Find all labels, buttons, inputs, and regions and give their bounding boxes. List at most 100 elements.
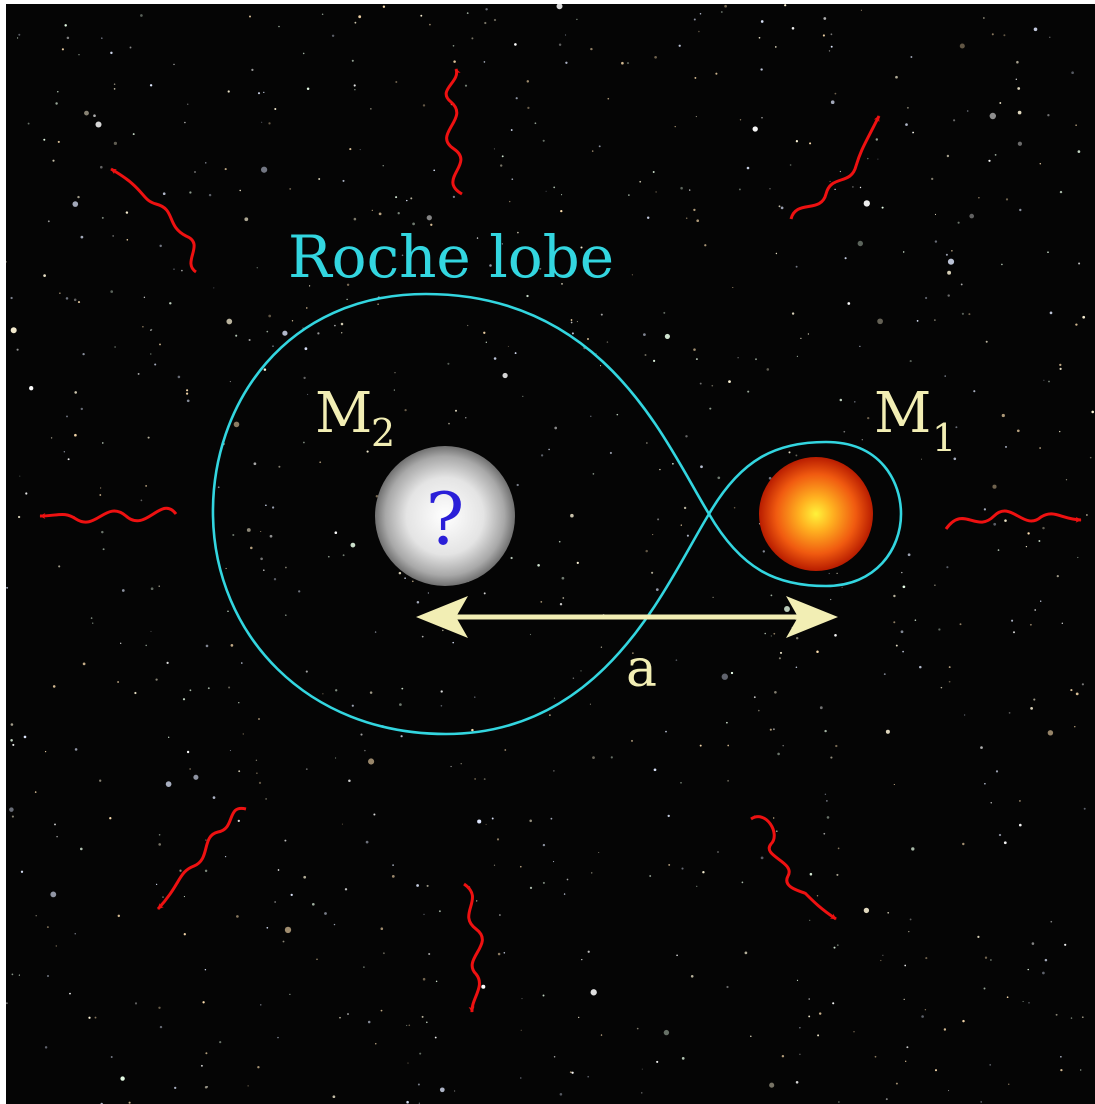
- background-star: [968, 313, 971, 316]
- background-star: [1004, 519, 1007, 522]
- background-star: [155, 678, 158, 681]
- background-star: [496, 838, 500, 841]
- background-star: [558, 43, 562, 47]
- background-star: [753, 696, 756, 699]
- background-star: [99, 779, 102, 782]
- background-star: [417, 1083, 420, 1086]
- background-star: [653, 359, 656, 362]
- background-star: [542, 139, 545, 142]
- background-star: [165, 781, 172, 787]
- background-star: [791, 312, 795, 315]
- background-star: [561, 576, 565, 580]
- background-star: [1008, 712, 1011, 714]
- background-star: [341, 823, 343, 825]
- background-star: [852, 186, 854, 188]
- background-star: [464, 84, 468, 87]
- background-star: [113, 88, 116, 90]
- background-star: [380, 1009, 383, 1012]
- background-star: [656, 1060, 659, 1063]
- background-star: [483, 778, 486, 781]
- background-star: [908, 930, 910, 933]
- background-star: [382, 165, 384, 167]
- background-star: [416, 600, 420, 604]
- background-star: [672, 462, 674, 465]
- background-star: [727, 744, 730, 747]
- background-star: [542, 994, 545, 997]
- background-star: [632, 652, 634, 654]
- background-star: [230, 644, 234, 647]
- background-star: [55, 945, 58, 947]
- background-star: [553, 1056, 556, 1058]
- background-star: [1031, 942, 1035, 945]
- background-star: [149, 329, 152, 332]
- background-star: [1081, 683, 1084, 686]
- background-star: [507, 345, 509, 347]
- background-star: [64, 24, 67, 27]
- background-star: [600, 1034, 603, 1036]
- background-star: [590, 415, 592, 418]
- background-star: [117, 681, 120, 683]
- background-star: [18, 974, 20, 976]
- background-star: [685, 217, 688, 220]
- background-star: [895, 75, 898, 79]
- background-star: [77, 195, 80, 199]
- background-star: [452, 641, 454, 644]
- background-star: [204, 869, 208, 873]
- background-star: [401, 687, 404, 690]
- background-star: [983, 17, 985, 19]
- background-star: [59, 292, 61, 294]
- background-star: [452, 195, 456, 199]
- background-star: [140, 14, 143, 17]
- background-star: [947, 258, 955, 265]
- background-star: [995, 770, 999, 773]
- background-star: [822, 34, 825, 37]
- background-star: [904, 964, 907, 967]
- background-star: [919, 665, 922, 669]
- background-star: [363, 966, 365, 968]
- background-star: [553, 186, 556, 189]
- background-star: [169, 302, 172, 305]
- background-star: [258, 781, 262, 785]
- mass-1-subscript: 1: [932, 416, 956, 460]
- background-star: [110, 51, 113, 55]
- background-star: [309, 285, 311, 287]
- background-star: [359, 149, 361, 151]
- background-star: [10, 723, 14, 726]
- background-star: [621, 61, 624, 65]
- separation-label: a: [626, 639, 657, 699]
- background-star: [863, 907, 870, 914]
- background-star: [537, 564, 540, 567]
- background-star: [561, 282, 563, 285]
- background-star: [346, 283, 350, 287]
- background-star: [529, 819, 532, 823]
- background-star: [980, 746, 983, 749]
- background-star: [322, 693, 324, 695]
- background-star: [715, 72, 718, 75]
- background-star: [1080, 1069, 1082, 1071]
- background-star: [934, 213, 937, 215]
- background-star: [282, 940, 285, 943]
- background-star: [1017, 141, 1023, 146]
- background-star: [758, 36, 761, 39]
- background-star: [319, 461, 322, 464]
- background-star: [885, 1098, 888, 1101]
- background-star: [114, 346, 116, 348]
- background-star: [248, 338, 251, 342]
- background-star: [335, 689, 338, 692]
- background-star: [263, 91, 265, 94]
- background-star: [984, 783, 986, 785]
- background-star: [137, 372, 140, 375]
- background-star: [746, 166, 750, 170]
- background-star: [1078, 262, 1081, 265]
- background-star: [592, 473, 595, 475]
- background-star: [732, 286, 734, 289]
- background-star: [427, 592, 430, 594]
- background-star: [571, 332, 574, 335]
- background-star: [789, 164, 792, 166]
- background-star: [1070, 689, 1073, 692]
- background-star: [1083, 807, 1086, 810]
- background-star: [373, 813, 376, 816]
- background-star: [422, 104, 426, 107]
- background-star: [920, 458, 923, 460]
- background-star: [1059, 363, 1062, 367]
